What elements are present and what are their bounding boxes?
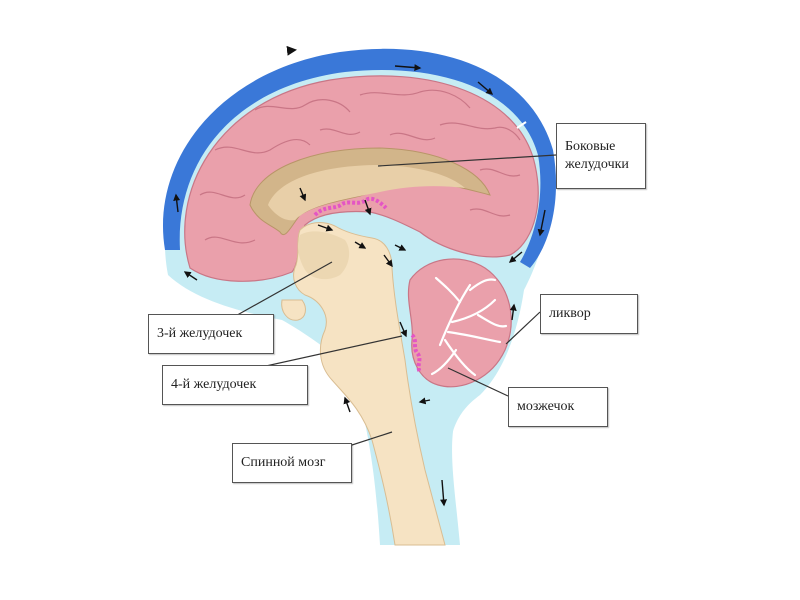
label-csf: ликвор <box>540 294 638 334</box>
arachnoid-granulations <box>274 45 527 129</box>
third-ventricle <box>297 231 350 280</box>
choroid-plexus-lateral <box>313 196 388 217</box>
label-third-ventricle: 3-й желудочек <box>148 314 274 354</box>
csf-flow-arrows <box>173 64 546 507</box>
choroid-plexus-fourth <box>410 333 422 374</box>
label-spinal-cord-text: Спинной мозг <box>241 455 326 470</box>
corpus-callosum-inner <box>268 165 465 221</box>
brainstem <box>293 222 446 546</box>
label-fourth-ventricle: 4-й желудочек <box>162 365 308 405</box>
label-spinal-cord: Спинной мозг <box>232 443 352 483</box>
label-fourth-ventricle-text: 4-й желудочек <box>171 377 257 392</box>
label-lateral-ventricles: Боковые желудочки <box>556 123 646 189</box>
cerebellum <box>407 258 512 388</box>
label-cerebellum: мозжечок <box>508 387 608 427</box>
label-lateral-ventricles-text: Боковые желудочки <box>565 139 629 172</box>
leader-lines <box>231 154 557 459</box>
label-third-ventricle-text: 3-й желудочек <box>157 326 243 341</box>
label-csf-text: ликвор <box>549 306 591 321</box>
pituitary <box>281 299 306 321</box>
label-cerebellum-text: мозжечок <box>517 399 575 414</box>
